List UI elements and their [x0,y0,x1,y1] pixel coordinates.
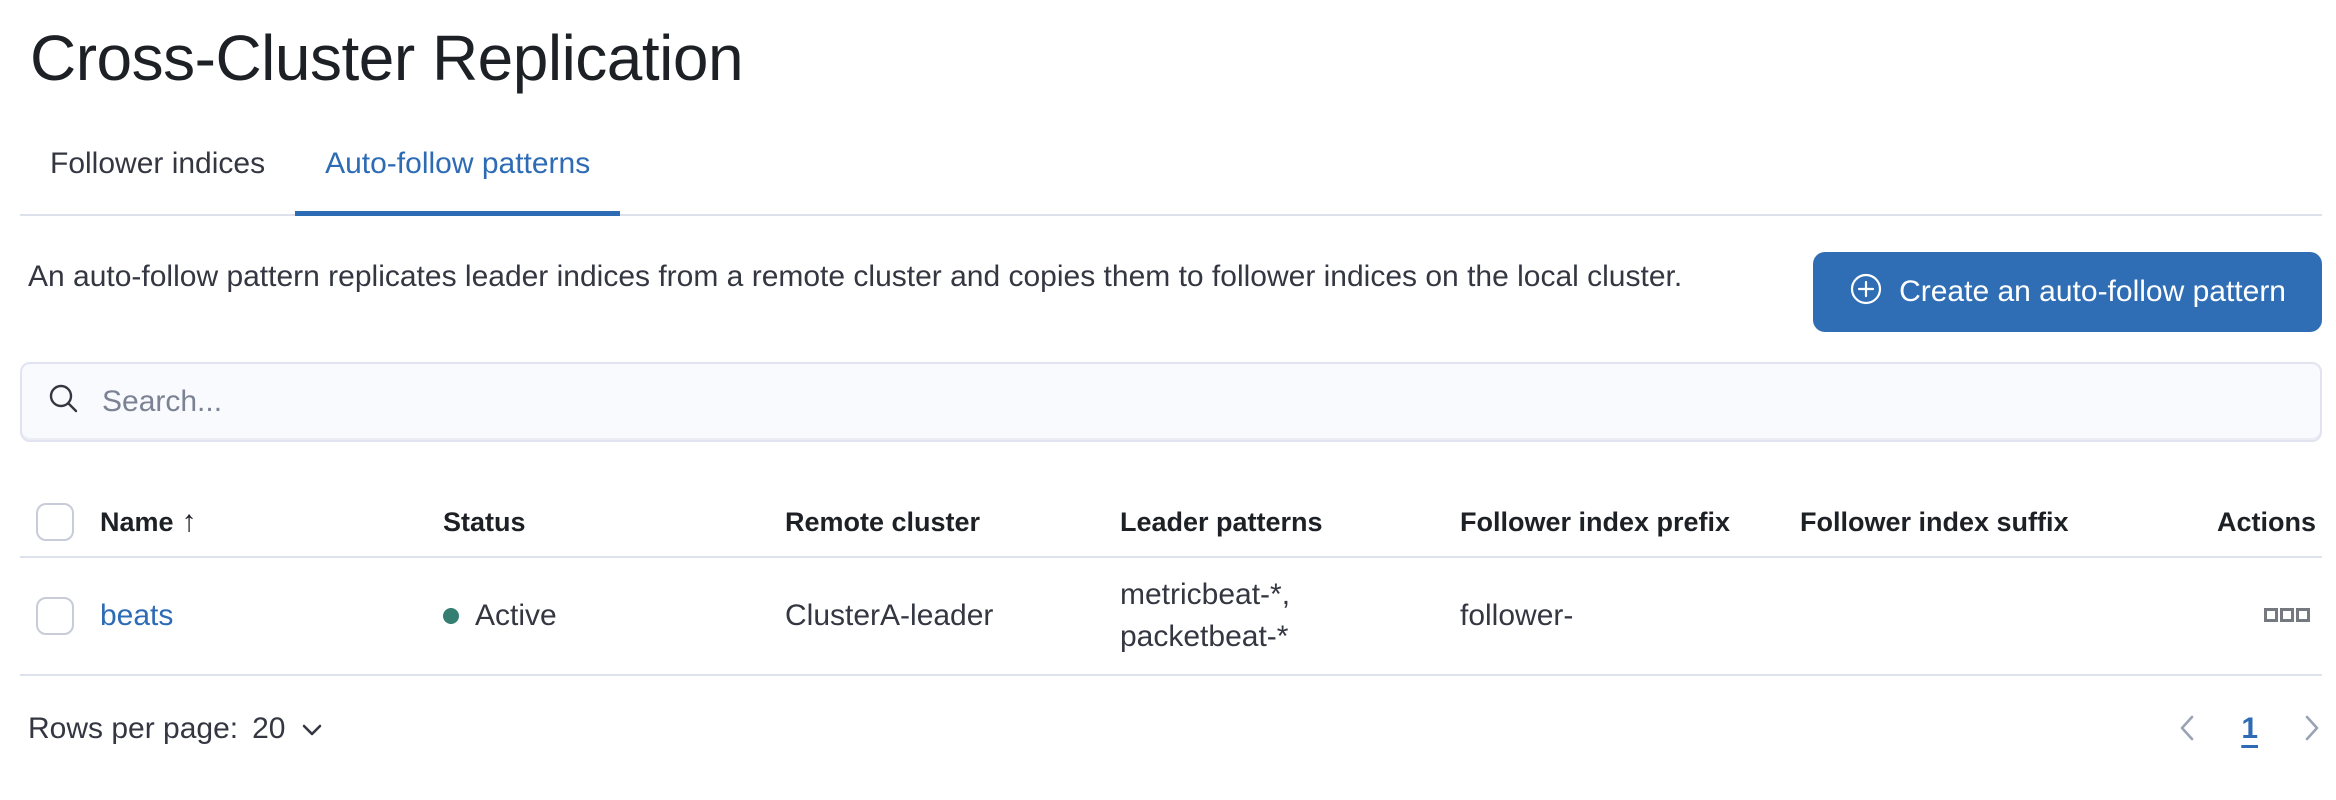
column-header-name[interactable]: Name ↑ [100,505,197,538]
tab-follower-indices[interactable]: Follower indices [50,147,266,180]
column-header-actions: Actions [2216,506,2316,537]
cell-actions [2258,602,2316,631]
table-header-row: Name ↑ Status Remote cluster Leader patt… [20,488,2322,558]
row-checkbox-cell [20,597,100,635]
search-input[interactable] [102,385,2296,419]
select-all-checkbox[interactable] [36,503,74,541]
cell-follower-index-prefix: follower- [1460,599,1574,632]
leader-pattern-line: metricbeat-*, [1120,578,1291,611]
status-active-dot-icon [443,608,459,624]
column-header-status: Status [443,506,526,537]
cell-remote-cluster: ClusterA-leader [785,599,994,632]
pagination: 1 [2177,712,2322,746]
table-row: beats Active ClusterA-leader metricbeat-… [20,558,2322,676]
cell-name: beats [100,599,443,633]
page-description: An auto-follow pattern replicates leader… [28,260,1683,293]
cell-status: Active [443,599,785,633]
row-checkbox[interactable] [36,597,74,635]
status-label: Active [475,599,557,632]
rows-per-page-value: 20 [252,712,286,745]
chevron-right-icon [2302,713,2322,746]
intro-section: An auto-follow pattern replicates leader… [20,252,2322,332]
search-bar[interactable] [20,362,2322,442]
column-header-follower-index-prefix: Follower index prefix [1460,506,1731,537]
page-title: Cross-Cluster Replication [30,22,744,94]
leader-pattern-line: packetbeat-* [1120,620,1289,653]
pattern-name-link[interactable]: beats [100,599,174,632]
chevron-left-icon [2177,713,2197,746]
column-header-leader-patterns: Leader patterns [1120,506,1323,537]
rows-per-page-button[interactable]: Rows per page: 20 [28,712,324,746]
chevron-down-icon [300,712,324,746]
search-icon [46,382,82,423]
plus-in-circle-icon [1849,272,1883,312]
tab-bar: Follower indices Auto-follow patterns [20,144,2322,216]
create-button-label: Create an auto-follow pattern [1899,275,2286,308]
cross-cluster-replication-page: Cross-Cluster Replication Follower indic… [0,22,2336,800]
page-1-button[interactable]: 1 [2241,712,2258,745]
create-auto-follow-pattern-button[interactable]: Create an auto-follow pattern [1813,252,2322,332]
next-page-button[interactable] [2302,713,2322,746]
auto-follow-patterns-table: Name ↑ Status Remote cluster Leader patt… [20,488,2322,676]
boxes-horizontal-icon [2264,607,2310,625]
cell-leader-patterns: metricbeat-*, packetbeat-* [1120,574,1460,658]
column-header-remote-cluster: Remote cluster [785,506,981,537]
table-footer: Rows per page: 20 1 [20,712,2322,746]
column-header-follower-index-suffix: Follower index suffix [1800,506,2069,537]
rows-per-page-label: Rows per page: [28,712,239,745]
sort-ascending-icon: ↑ [181,505,197,538]
previous-page-button[interactable] [2177,713,2197,746]
select-all-checkbox-cell [20,503,100,541]
row-actions-button[interactable] [2258,602,2316,631]
tab-auto-follow-patterns[interactable]: Auto-follow patterns [295,144,621,216]
